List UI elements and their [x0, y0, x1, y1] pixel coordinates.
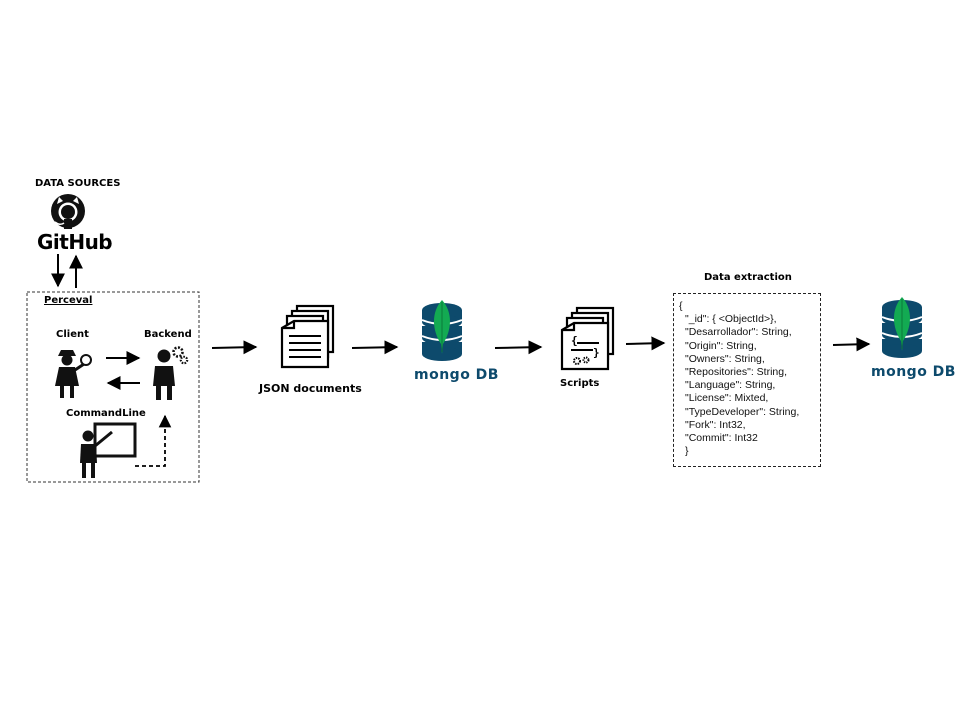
schema-field: "License": Mixted,: [685, 392, 769, 405]
arrow-json-to-mongodb: [351, 340, 399, 355]
json-documents-icon: [280, 304, 335, 369]
perceval-title: Perceval: [44, 295, 93, 306]
data-sources-title: DATA SOURCES: [35, 178, 121, 189]
arrow-mongodb-to-scripts: [494, 340, 543, 355]
scripts-label: Scripts: [560, 378, 600, 389]
backend-label: Backend: [144, 329, 192, 340]
arrow-scripts-to-extraction: [625, 336, 666, 351]
schema-field: "Language": String,: [685, 379, 776, 392]
perceval-box: [26, 291, 200, 483]
data-extraction-title: Data extraction: [704, 272, 792, 283]
svg-text:{: {: [571, 334, 578, 347]
scripts-icon: { }: [560, 306, 615, 371]
client-detective-icon: [55, 350, 92, 398]
schema-field: "Origin": String,: [685, 339, 757, 352]
github-wordmark: GitHub: [37, 230, 113, 254]
svg-text:}: }: [593, 346, 600, 359]
schema-field: "Fork": Int32,: [685, 418, 746, 431]
json-documents-label: JSON documents: [259, 382, 362, 395]
data-extraction-schema-box: { "_id": { <ObjectId>}, "Desarrollador":…: [673, 293, 821, 467]
client-label: Client: [56, 329, 89, 340]
schema-field: "TypeDeveloper": String,: [685, 405, 800, 418]
schema-field: "Owners": String,: [685, 352, 765, 365]
mongodb-output-database-icon: [881, 296, 923, 359]
mongodb-database-icon: [421, 299, 463, 362]
schema-close-brace: }: [685, 445, 689, 458]
schema-open-brace: {: [679, 300, 683, 312]
commandline-label: CommandLine: [66, 408, 146, 419]
mongodb-output-logo-text: mongo DB: [871, 364, 956, 380]
arrow-commandline-to-backend: [135, 414, 172, 467]
schema-field: "_id": { <ObjectId>},: [685, 313, 777, 326]
commandline-presenter-icon: [80, 422, 137, 478]
mongodb-logo-text: mongo DB: [414, 367, 499, 383]
schema-field: "Repositories": String,: [685, 366, 787, 379]
schema-field: "Commit": Int32: [685, 432, 758, 445]
arrow-perceval-to-json: [211, 340, 258, 355]
backend-person-gears-icon: [153, 346, 189, 400]
github-icon: [51, 194, 85, 229]
schema-field: "Desarrollador": String,: [685, 326, 792, 339]
arrow-extraction-to-mongodb: [832, 337, 871, 352]
